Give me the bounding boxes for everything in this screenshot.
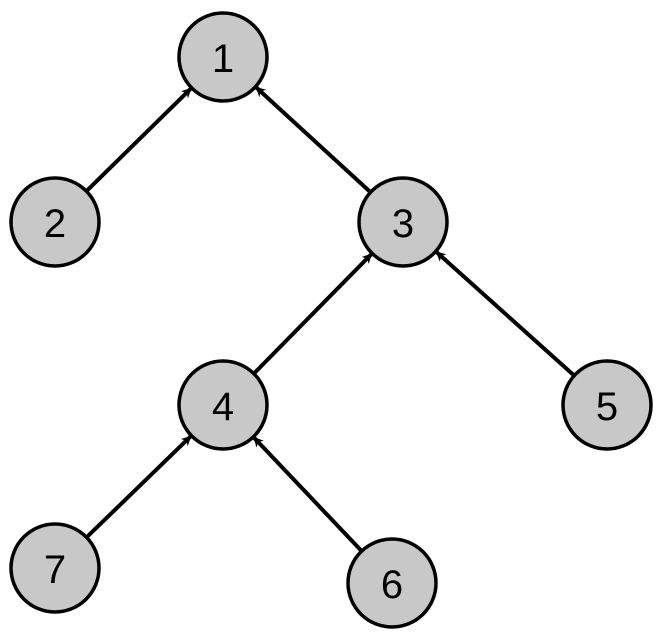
node-label: 5	[596, 385, 618, 429]
nodes-layer: 1 2 3 4 5 6 7	[9, 11, 653, 629]
node-circle	[9, 176, 101, 268]
edge-3-to-1	[254, 85, 372, 194]
edge-2-to-1	[84, 87, 193, 193]
node-circle	[9, 522, 101, 614]
node-circle	[177, 359, 269, 451]
node-circle	[357, 176, 449, 268]
node-2: 2	[9, 176, 101, 268]
edge-4-to-3	[252, 252, 373, 376]
node-4: 4	[177, 359, 269, 451]
node-circle	[346, 537, 438, 629]
edge-5-to-3	[435, 250, 576, 378]
node-3: 3	[357, 176, 449, 268]
edge-7-to-4	[85, 434, 193, 539]
node-label: 3	[392, 202, 414, 246]
node-6: 6	[346, 537, 438, 629]
edge-6-to-4	[252, 436, 364, 553]
node-label: 1	[212, 37, 234, 81]
node-label: 6	[381, 563, 403, 607]
node-circle	[561, 359, 653, 451]
node-7: 7	[9, 522, 101, 614]
node-5: 5	[561, 359, 653, 451]
edges-layer	[84, 85, 576, 553]
node-circle	[177, 11, 269, 103]
node-label: 2	[44, 202, 66, 246]
node-label: 7	[44, 548, 66, 592]
node-1: 1	[177, 11, 269, 103]
node-label: 4	[212, 385, 234, 429]
